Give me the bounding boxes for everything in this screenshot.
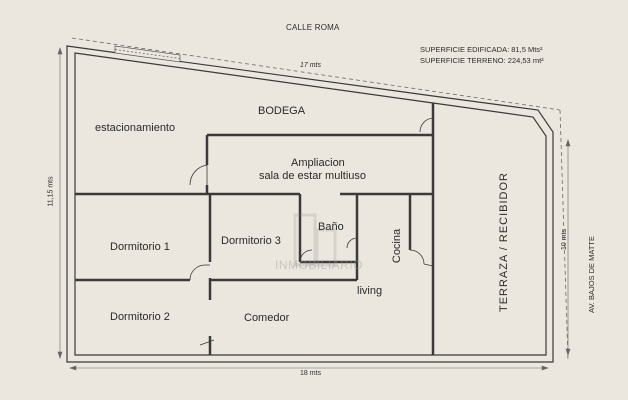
dimension-left: 11,15 mts	[47, 176, 55, 207]
room-dormitorio-1: Dormitorio 1	[110, 241, 170, 253]
street-name-top: CALLE ROMA	[286, 23, 340, 32]
room-dormitorio-2: Dormitorio 2	[110, 311, 170, 323]
room-ampliacion-subtitle: sala de estar multiuso	[259, 170, 366, 182]
dimension-top: 17 mts	[300, 62, 322, 69]
street-name-right: AV. BAJOS DE MATTE	[586, 236, 596, 313]
room-dormitorio-3: Dormitorio 3	[221, 235, 281, 247]
room-comedor: Comedor	[244, 312, 290, 324]
room-ampliacion-title: Ampliacion	[291, 157, 345, 169]
room-terraza-recibidor: TERRAZA / RECIBIDOR	[498, 171, 511, 313]
surface-built-label: SUPERFICIE EDIFICADA: 81,5 Mts²	[420, 45, 543, 54]
watermark-text: INMOBILIARIO	[275, 258, 364, 272]
surface-land-label: SUPERFICIE TERRENO: 224,53 mt²	[420, 56, 544, 65]
dimension-right: 10 mts	[561, 228, 569, 251]
room-bodega: BODEGA	[258, 105, 306, 117]
room-cocina: Cocina	[391, 228, 404, 264]
property-boundary	[71, 37, 569, 361]
top-window	[114, 45, 181, 63]
dimension-lines	[57, 47, 571, 371]
doors	[189, 117, 434, 346]
watermark-logo	[293, 213, 337, 267]
dimension-bottom: 18 mts	[300, 370, 322, 377]
room-living: living	[357, 285, 383, 297]
room-estacionamiento: estacionamiento	[95, 122, 176, 134]
room-bano: Baño	[318, 221, 344, 233]
interior-walls	[75, 103, 435, 355]
